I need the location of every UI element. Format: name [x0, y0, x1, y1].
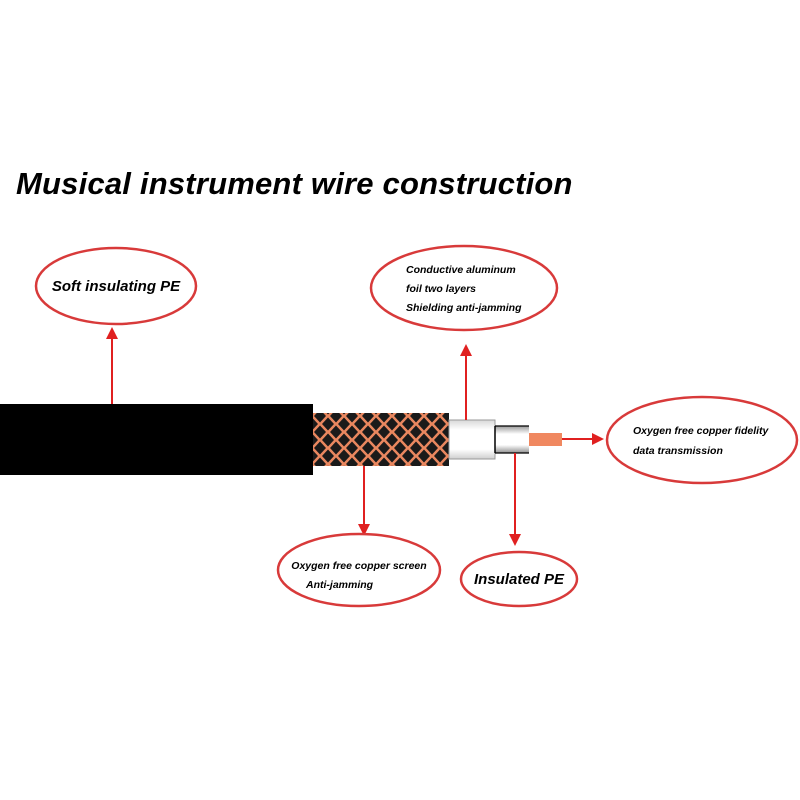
- callout-soft-pe: Soft insulating PE: [34, 246, 198, 326]
- callout-insulated-pe-line-1: Insulated PE: [474, 571, 565, 588]
- page-title: Musical instrument wire construction: [16, 166, 573, 201]
- cable: [0, 404, 562, 475]
- callout-aluminum-foil-line-1: Conductive aluminum: [406, 264, 516, 276]
- callout-soft-pe-line-1: Soft insulating PE: [52, 278, 181, 295]
- callout-copper-conductor: Oxygen free copper fidelity data transmi…: [605, 395, 799, 485]
- aluminum-foil-layer: [448, 419, 496, 460]
- pe-insulation-layer: [495, 426, 529, 453]
- arrow-copper-screen: [358, 466, 370, 536]
- callout-copper-conductor-line-1: Oxygen free copper fidelity: [633, 425, 770, 437]
- pointer-arrows: [106, 327, 604, 546]
- callout-copper-screen-line-1: Oxygen free copper screen: [291, 560, 426, 572]
- outer-jacket: [0, 404, 313, 475]
- arrow-copper-conductor: [562, 433, 604, 445]
- copper-braid-screen: [313, 413, 449, 466]
- callout-aluminum-foil-line-2: foil two layers: [406, 283, 476, 295]
- callout-insulated-pe: Insulated PE: [459, 550, 579, 608]
- callout-aluminum-foil: Conductive aluminum foil two layers Shie…: [369, 244, 559, 332]
- arrow-aluminum-foil: [460, 344, 472, 420]
- callout-aluminum-foil-line-3: Shielding anti-jamming: [406, 302, 522, 314]
- callout-copper-screen-line-2: Anti-jamming: [305, 579, 374, 591]
- arrow-soft-pe: [106, 327, 118, 404]
- arrow-insulated-pe: [509, 453, 521, 546]
- callout-copper-conductor-line-2: data transmission: [633, 445, 723, 457]
- copper-conductor-core: [529, 433, 562, 446]
- callout-copper-screen: Oxygen free copper screen Anti-jamming: [276, 532, 442, 608]
